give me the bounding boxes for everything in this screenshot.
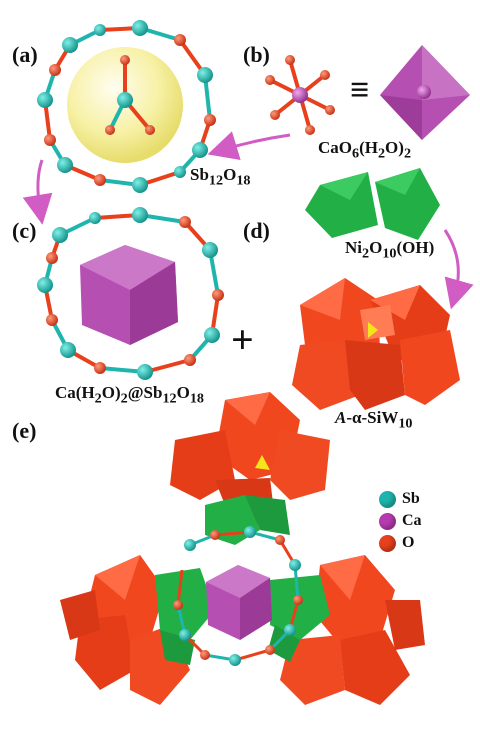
formula-cao6: CaO6(H2O)2 [318, 138, 412, 162]
si-center-d [368, 322, 378, 338]
panel-label-a: (a) [12, 42, 38, 67]
ca-atom-icon [379, 512, 396, 530]
sb-atoms-a [37, 20, 213, 193]
ca-atom [292, 87, 308, 103]
arrow-a-to-c [22, 159, 53, 225]
panel-label-d: (d) [243, 218, 270, 243]
panel-d-siw10 [292, 278, 460, 410]
panel-a-cluster [37, 20, 216, 193]
panel-label-c: (c) [12, 218, 37, 243]
arrow-b-to-a [207, 131, 291, 161]
ca-octahedron-b [380, 45, 470, 140]
formula-sb12o18: Sb12O18 [190, 165, 251, 189]
panel-b-ca-center [265, 55, 335, 135]
panel-label-b: (b) [243, 42, 270, 67]
sb-atom-icon [379, 490, 396, 508]
o-atoms-a [44, 34, 216, 186]
equivalence-symbol: ≡ [350, 72, 370, 109]
formula-siw10: A-α-SiW10 [335, 408, 413, 432]
formula-ca-at-sb: Ca(H2O)2@Sb12O18 [55, 383, 204, 407]
o-atom-icon [379, 534, 396, 552]
arrow-ni-to-d [443, 229, 474, 310]
legend-item-sb: Sb [379, 490, 420, 508]
legend-item-ca: Ca [379, 512, 422, 530]
panel-c-cluster [37, 207, 224, 380]
ni2o10-dimer [305, 168, 440, 240]
sb-atoms-c [37, 207, 220, 380]
formula-ni2o10: Ni2O10(OH) [345, 238, 435, 262]
panel-e-assembly [60, 392, 425, 705]
plus-symbol: + [231, 317, 254, 362]
o-atoms-c [46, 216, 224, 374]
legend-item-o: O [379, 534, 414, 552]
panel-label-e: (e) [12, 418, 37, 443]
